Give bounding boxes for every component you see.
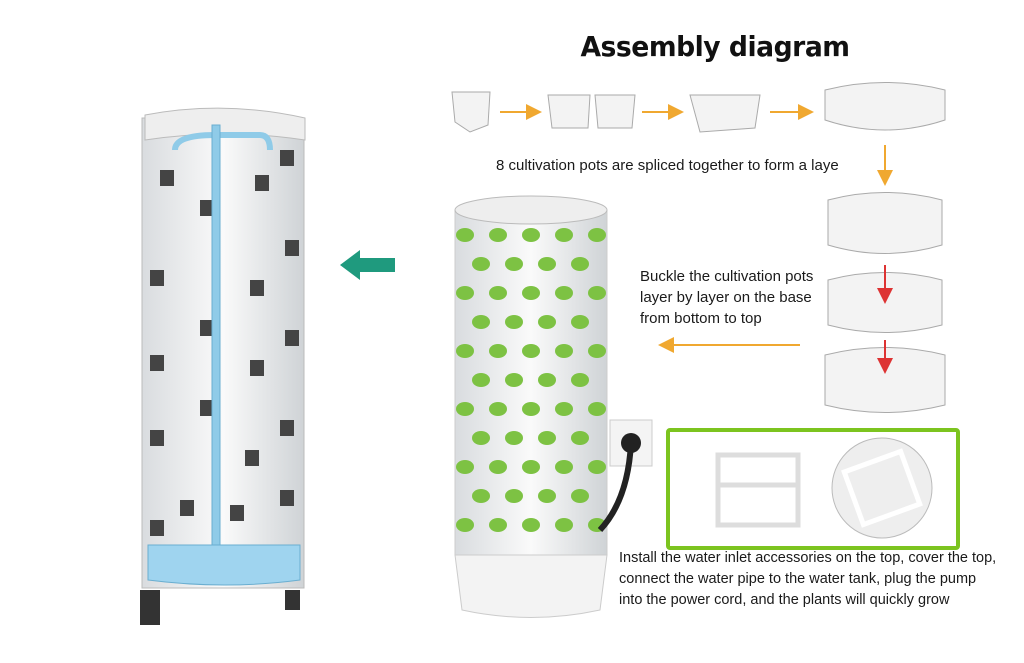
plant-icon <box>522 402 540 416</box>
plant-icon <box>538 315 556 329</box>
plant-icon <box>456 460 474 474</box>
plant-icon <box>555 344 573 358</box>
plant-icon <box>489 344 507 358</box>
water-inlet-accessories <box>715 452 801 528</box>
plant-icon <box>472 257 490 271</box>
plant-icon <box>555 460 573 474</box>
plant-icon <box>456 518 474 532</box>
plant-icon <box>489 460 507 474</box>
plant-icon <box>522 286 540 300</box>
plant-icon <box>555 286 573 300</box>
orange-arrows <box>500 104 893 353</box>
assembly-steps <box>451 82 946 413</box>
plant-icon <box>588 460 606 474</box>
plant-icon <box>571 315 589 329</box>
plant-icon <box>538 431 556 445</box>
plant-icon <box>538 489 556 503</box>
plant-icon <box>588 228 606 242</box>
plant-icon <box>571 489 589 503</box>
plant-icon <box>522 344 540 358</box>
splice-caption: 8 cultivation pots are spliced together … <box>496 157 839 174</box>
tower-top-view <box>831 437 933 539</box>
plant-icon <box>571 431 589 445</box>
plant-icon <box>505 373 523 387</box>
plant-icon <box>538 373 556 387</box>
plant-icon <box>456 402 474 416</box>
plant-icon <box>472 315 490 329</box>
plant-icon <box>571 373 589 387</box>
plant-icon <box>472 489 490 503</box>
diagram-title: Assembly diagram <box>580 30 850 63</box>
plant-icon <box>472 373 490 387</box>
teal-left-arrow <box>340 250 395 280</box>
plant-icon <box>489 518 507 532</box>
plant-icon <box>522 228 540 242</box>
plant-icon <box>555 402 573 416</box>
plant-icon <box>555 228 573 242</box>
power-outlet <box>597 419 653 533</box>
plant-icon <box>588 286 606 300</box>
plant-icon <box>555 518 573 532</box>
cutaway-tower <box>140 107 306 625</box>
plant-icon <box>456 344 474 358</box>
plant-icon <box>571 257 589 271</box>
install-caption: Install the water inlet accessories on t… <box>619 550 997 608</box>
buckle-caption: Buckle the cultivation pots layer by lay… <box>640 268 814 327</box>
plant-icon <box>522 518 540 532</box>
plant-icon <box>522 460 540 474</box>
plant-icon <box>456 228 474 242</box>
plant-icon <box>538 257 556 271</box>
plant-icon <box>505 489 523 503</box>
plant-icon <box>505 431 523 445</box>
plant-icon <box>505 315 523 329</box>
plant-icon <box>588 402 606 416</box>
plant-icon <box>456 286 474 300</box>
plant-icon <box>489 286 507 300</box>
plant-icon <box>472 431 490 445</box>
plant-icon <box>588 344 606 358</box>
install-highlight-box <box>666 428 960 550</box>
plant-icon <box>505 257 523 271</box>
plant-icon <box>489 402 507 416</box>
planted-tower <box>454 195 608 618</box>
plant-icon <box>489 228 507 242</box>
